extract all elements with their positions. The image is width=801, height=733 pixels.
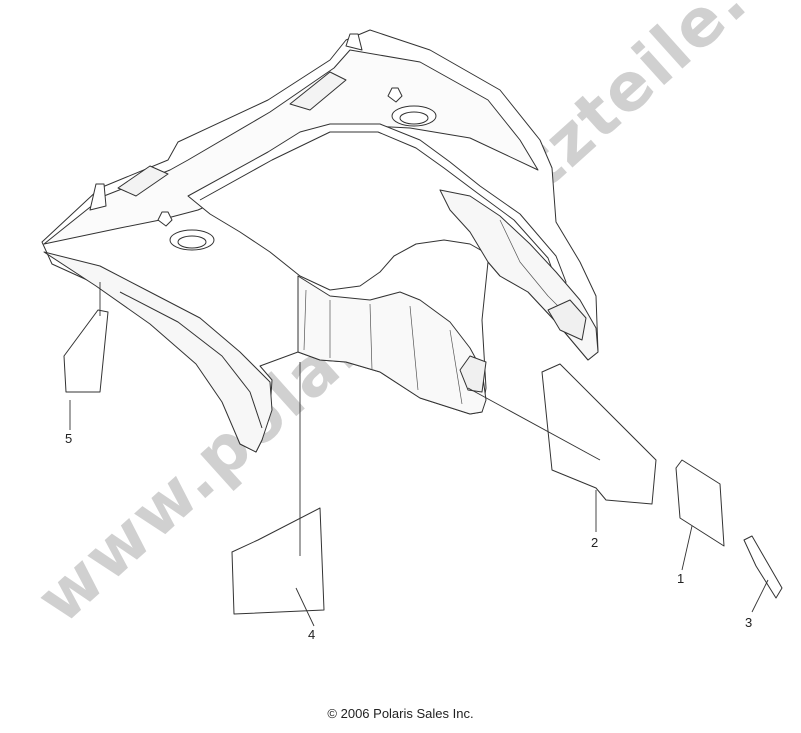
- right-cup-holder: [391, 105, 437, 127]
- leader-2b: [467, 387, 601, 461]
- callout-3: 3: [745, 615, 753, 630]
- left-push-clip: [157, 211, 173, 227]
- leader-1: [681, 525, 693, 571]
- center-panel: [297, 275, 487, 415]
- left-cup-holder: [169, 229, 215, 251]
- right-push-clip: [387, 87, 403, 103]
- callout-2: 2: [591, 535, 599, 550]
- part-2-panel: [541, 363, 657, 505]
- leader-4: [295, 587, 315, 627]
- part-3-panel: [743, 535, 783, 599]
- callout-4: 4: [308, 627, 316, 642]
- leader-3: [751, 579, 769, 613]
- left-skirt: [43, 251, 273, 453]
- callout-1: 1: [677, 571, 685, 586]
- copyright-notice: © 2006 Polaris Sales Inc.: [327, 706, 474, 721]
- callout-5: 5: [65, 431, 73, 446]
- part-1-panel: [675, 459, 725, 547]
- part-5-panel: [63, 309, 109, 393]
- part-4-panel: [231, 507, 325, 615]
